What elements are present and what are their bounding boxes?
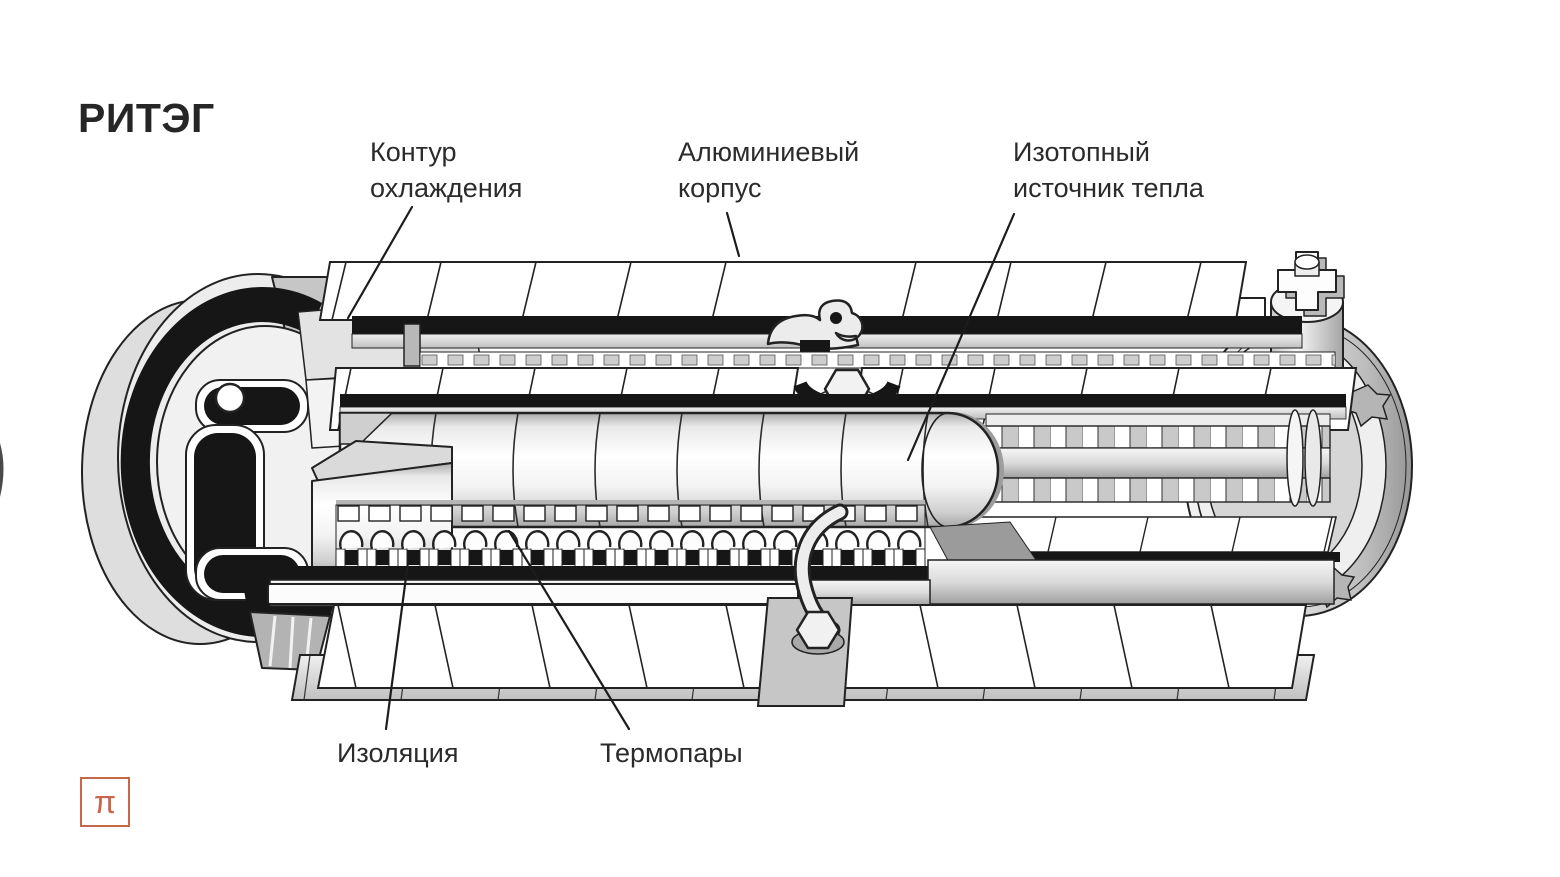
dash-register-strip (419, 351, 1336, 369)
label-cooling-circuit: Контур охлаждения (370, 137, 523, 203)
leader-insulation (384, 560, 410, 731)
label-isotope-heat-source: Изотопный источник тепла (1013, 137, 1204, 203)
leader-isotope-source (906, 212, 1016, 462)
top-cooling-fins (318, 261, 1248, 321)
left-edge-sliver (0, 443, 4, 497)
label-thermocouples: Термопары (600, 738, 743, 768)
label-insulation: Изоляция (337, 738, 459, 768)
leader-aluminum-housing (725, 211, 741, 258)
finned-rod (985, 409, 1331, 507)
insulation-layers (267, 559, 1335, 607)
right-lower-fins (945, 516, 1340, 562)
label-aluminum-housing: Алюминиевый корпус (678, 137, 860, 203)
thermocouple-comb (335, 500, 926, 568)
pi-logo-symbol: π (93, 784, 117, 820)
leader-thermocouples (507, 529, 631, 731)
pi-logo: π (80, 777, 130, 827)
dome-clip-top (1341, 384, 1392, 428)
page-title: РИТЭГ (78, 95, 215, 142)
o-ring-seal (120, 287, 323, 637)
retaining-clip (766, 299, 864, 352)
leader-lines (346, 205, 1016, 731)
band-clamp-bottom (756, 503, 854, 707)
leader-cooling-circuit (346, 205, 414, 320)
